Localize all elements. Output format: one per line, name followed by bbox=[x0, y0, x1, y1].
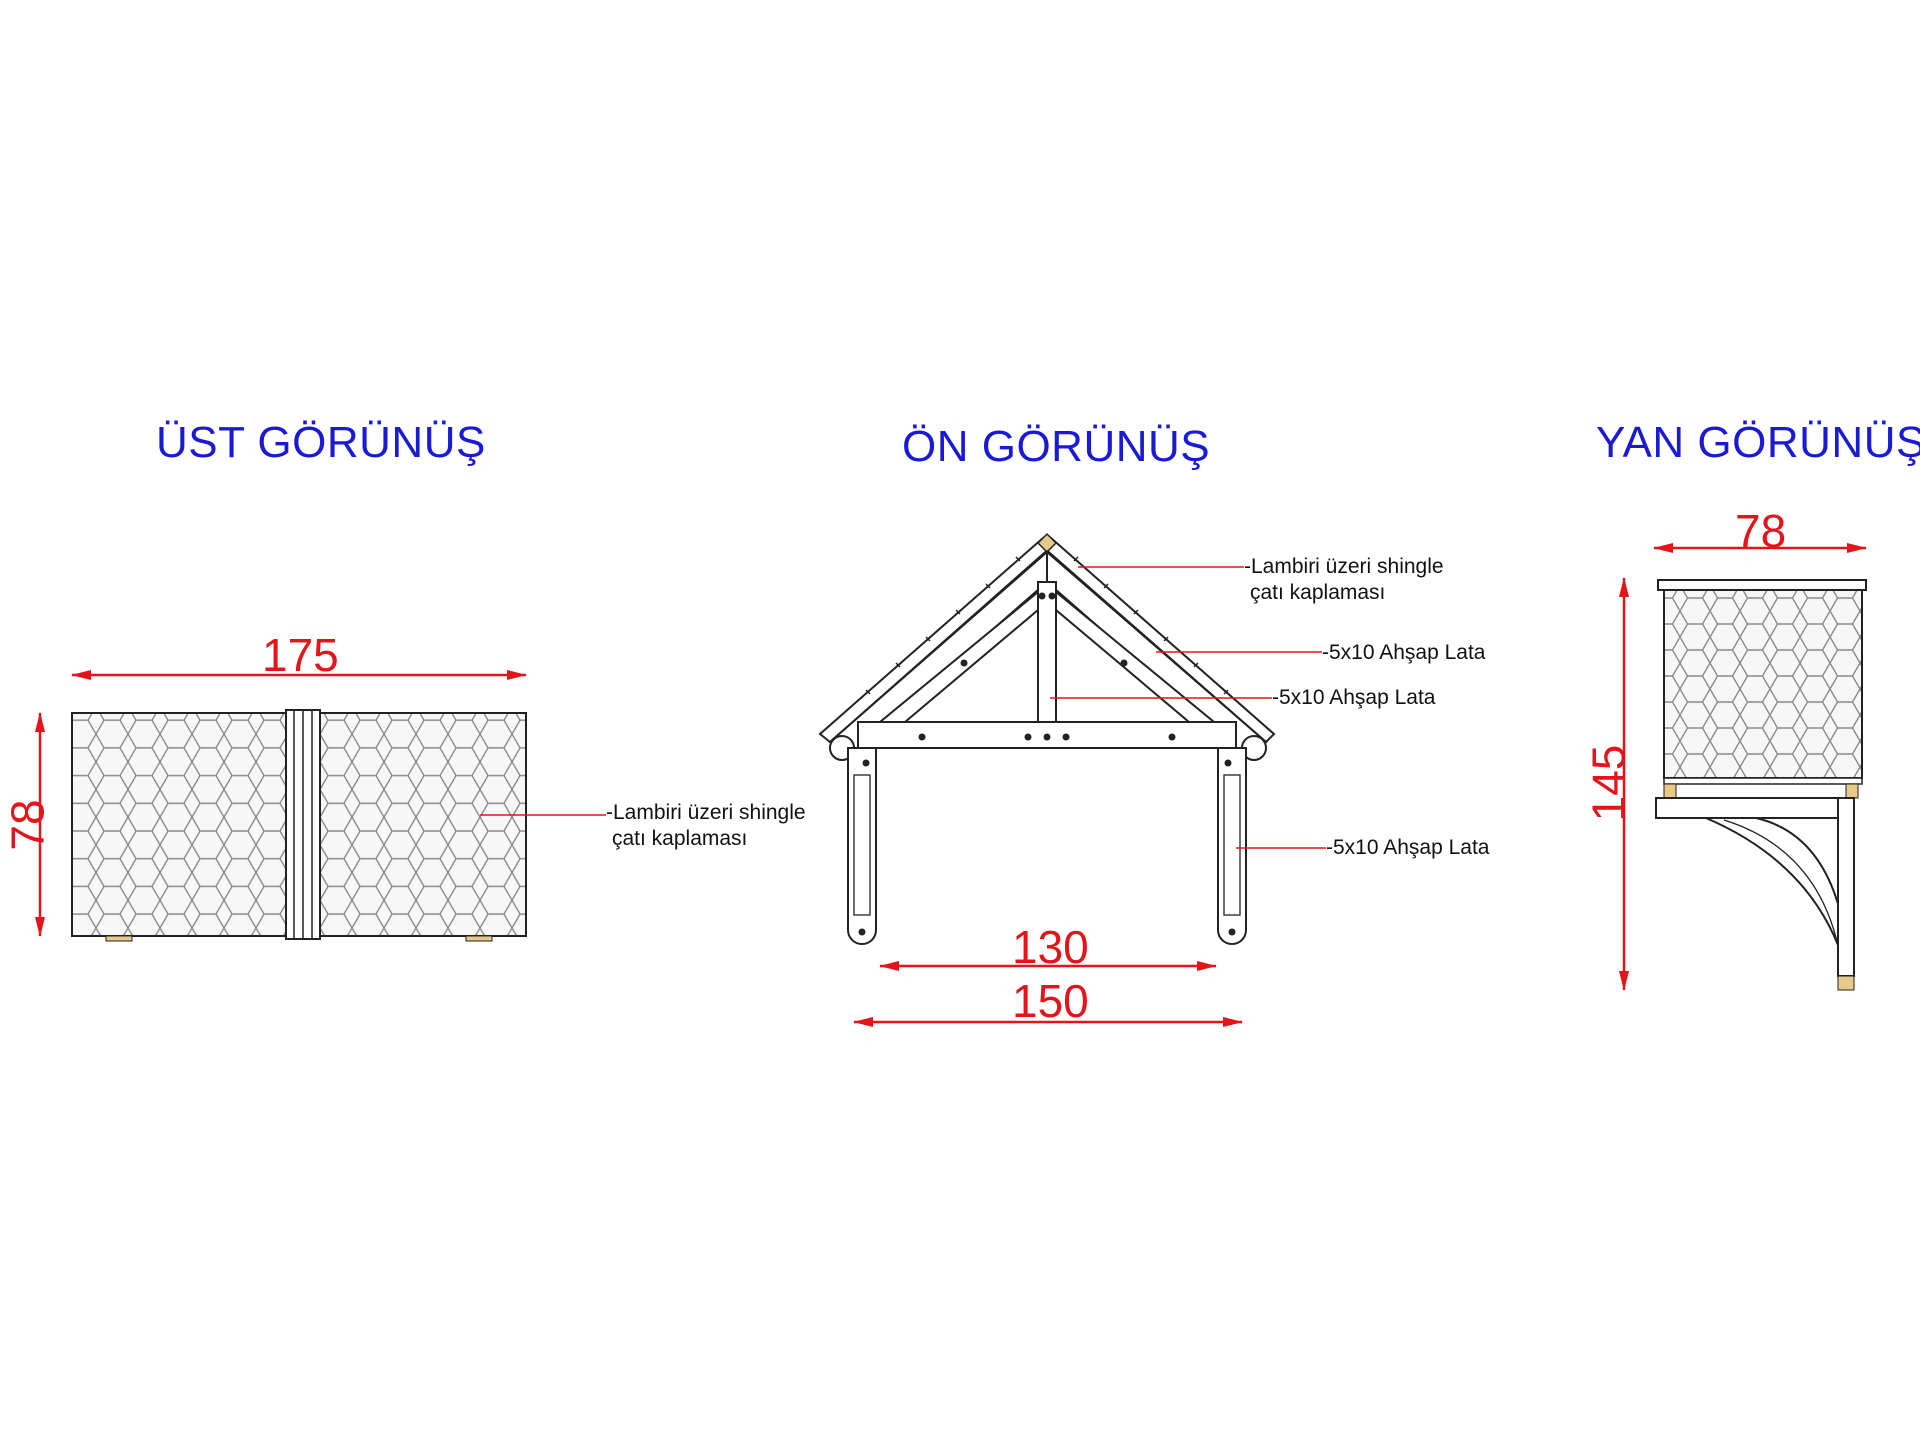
top-roof-right-shingles bbox=[315, 712, 527, 937]
front-roof-covering-left bbox=[818, 536, 1053, 744]
front-roof-covering-right bbox=[1041, 536, 1276, 744]
side-beam-end-right bbox=[1845, 783, 1859, 799]
front-note-king-post: -5x10 Ahşap Lata bbox=[1272, 686, 1436, 709]
front-note-roof-line-2: çatı kaplaması bbox=[1250, 581, 1386, 604]
front-ridge-cap bbox=[1036, 532, 1058, 554]
side-view-drawing bbox=[1619, 543, 1867, 991]
front-post-left bbox=[847, 747, 877, 945]
top-note-line-1: -Lambiri üzeri shingle bbox=[606, 801, 806, 824]
front-king-post bbox=[1037, 581, 1057, 723]
side-post bbox=[1837, 797, 1855, 977]
front-note-roof-covering: -Lambiri üzeri shingle çatı kaplaması bbox=[1244, 554, 1444, 606]
side-roof-edge bbox=[1657, 579, 1867, 591]
side-beam-end-left bbox=[1663, 783, 1677, 799]
front-dim-inner-label: 130 bbox=[1012, 921, 1089, 973]
front-view-drawing bbox=[818, 532, 1326, 1027]
top-dim-depth-label: 78 bbox=[1, 799, 54, 851]
side-tie-beam bbox=[1655, 797, 1853, 819]
front-view-title: ÖN GÖRÜNÜŞ bbox=[902, 422, 1211, 471]
front-post-right bbox=[1217, 747, 1247, 945]
top-post-right bbox=[465, 935, 493, 942]
side-curved-bracket bbox=[1705, 817, 1847, 969]
top-roof-left-shingles bbox=[71, 712, 291, 937]
top-dim-width-label: 175 bbox=[262, 629, 339, 681]
top-view-drawing bbox=[35, 670, 606, 942]
side-roof-shingles bbox=[1663, 589, 1863, 779]
front-note-post: -5x10 Ahşap Lata bbox=[1326, 836, 1490, 859]
front-dim-outer-label: 150 bbox=[1012, 975, 1089, 1027]
side-dim-height-label: 145 bbox=[1582, 744, 1635, 822]
front-note-roof-line-1: -Lambiri üzeri shingle bbox=[1244, 555, 1444, 578]
top-note-roof-covering: -Lambiri üzeri shingle çatı kaplaması bbox=[606, 800, 806, 852]
side-view-title: YAN GÖRÜNÜŞ bbox=[1596, 418, 1920, 467]
side-dim-width-label: 78 bbox=[1735, 505, 1787, 557]
side-post-foot bbox=[1837, 975, 1855, 991]
front-note-rafter: -5x10 Ahşap Lata bbox=[1322, 641, 1486, 664]
side-roof-fascia bbox=[1663, 777, 1863, 785]
top-view-title: ÜST GÖRÜNÜŞ bbox=[156, 418, 486, 467]
top-note-line-2: çatı kaplaması bbox=[612, 827, 748, 850]
top-post-left bbox=[105, 935, 133, 942]
